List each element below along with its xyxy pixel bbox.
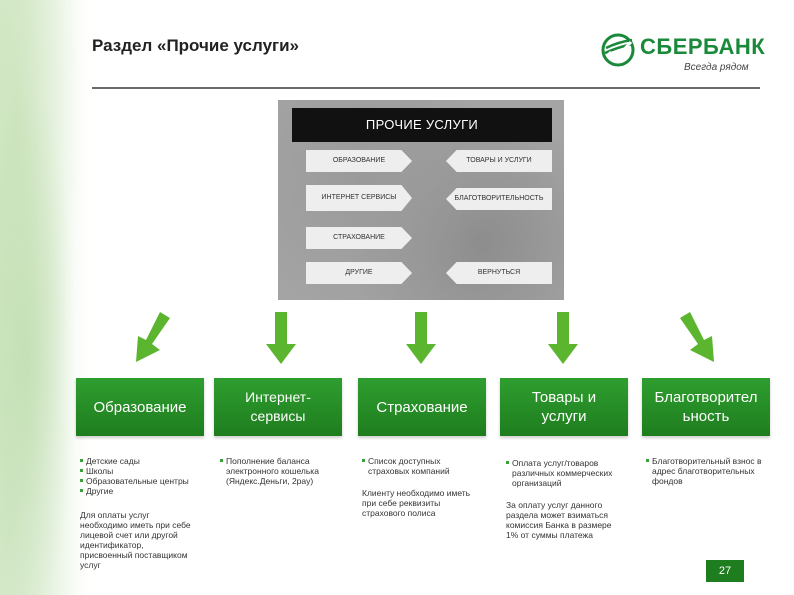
goods-details: Оплата услуг/товаров различных коммерчес… <box>506 458 622 540</box>
insurance-note: Клиенту необходимо иметь при себе реквиз… <box>362 488 471 518</box>
atm-button-other[interactable]: ДРУГИЕ <box>306 262 412 284</box>
list-item: Образовательные центры <box>80 476 198 486</box>
slide-title: Раздел «Прочие услуги» <box>92 36 300 55</box>
internet-details: Пополнение баланса электронного кошелька… <box>220 456 338 486</box>
list-item: Пополнение баланса электронного кошелька… <box>220 456 338 486</box>
list-item: Список доступных страховых компаний <box>362 456 472 476</box>
category-education: Образование <box>76 378 204 436</box>
sberbank-logo-icon <box>601 33 635 67</box>
insurance-details: Список доступных страховых компаний Клие… <box>362 456 472 518</box>
sberbank-logo: СБЕРБАНК Всегда рядом <box>600 32 770 78</box>
education-details: Детские сады Школы Образовательные центр… <box>80 456 198 570</box>
arrow-down-right-icon <box>676 310 714 362</box>
atm-header: ПРОЧИЕ УСЛУГИ <box>292 108 552 142</box>
atm-button-insurance[interactable]: СТРАХОВАНИЕ <box>306 227 412 249</box>
page-number: 27 <box>706 560 744 582</box>
category-insurance: Страхование <box>358 378 486 436</box>
goods-note: За оплату услуг данного раздела может вз… <box>506 500 612 540</box>
arrow-down-icon <box>404 310 438 364</box>
category-charity: Благотворительность <box>642 378 770 436</box>
category-goods-label: Товары и услуги <box>531 389 597 425</box>
list-item: Оплата услуг/товаров различных коммерчес… <box>506 458 622 488</box>
category-goods: Товары и услуги <box>500 378 628 436</box>
category-internet-label: Интернет-сервисы <box>245 389 311 424</box>
charity-details: Благотворительный взнос в адрес благотво… <box>646 456 764 486</box>
category-charity-label: Благотворительность <box>654 389 758 425</box>
leaf-background <box>0 0 90 595</box>
arrow-down-left-icon <box>130 310 170 362</box>
list-item: Детские сады <box>80 456 198 466</box>
arrow-down-icon <box>546 310 580 364</box>
atm-button-internet[interactable]: ИНТЕРНЕТ СЕРВИСЫ <box>306 185 412 211</box>
atm-button-goods[interactable]: ТОВАРЫ И УСЛУГИ <box>446 150 552 172</box>
atm-button-charity[interactable]: БЛАГОТВОРИТЕЛЬНОСТЬ <box>446 188 552 210</box>
atm-screen: ПРОЧИЕ УСЛУГИ ОБРАЗОВАНИЕ ИНТЕРНЕТ СЕРВИ… <box>278 100 564 300</box>
education-note: Для оплаты услуг необходимо иметь при се… <box>80 510 191 570</box>
category-internet: Интернет-сервисы <box>214 378 342 436</box>
logo-slogan: Всегда рядом <box>684 62 749 73</box>
list-item: Благотворительный взнос в адрес благотво… <box>646 456 764 486</box>
atm-button-return[interactable]: ВЕРНУТЬСЯ <box>446 262 552 284</box>
title-divider <box>92 87 760 89</box>
atm-button-education[interactable]: ОБРАЗОВАНИЕ <box>306 150 412 172</box>
list-item: Другие <box>80 486 198 496</box>
logo-name: СБЕРБАНК <box>640 34 766 59</box>
list-item: Школы <box>80 466 198 476</box>
arrow-down-icon <box>264 310 298 364</box>
